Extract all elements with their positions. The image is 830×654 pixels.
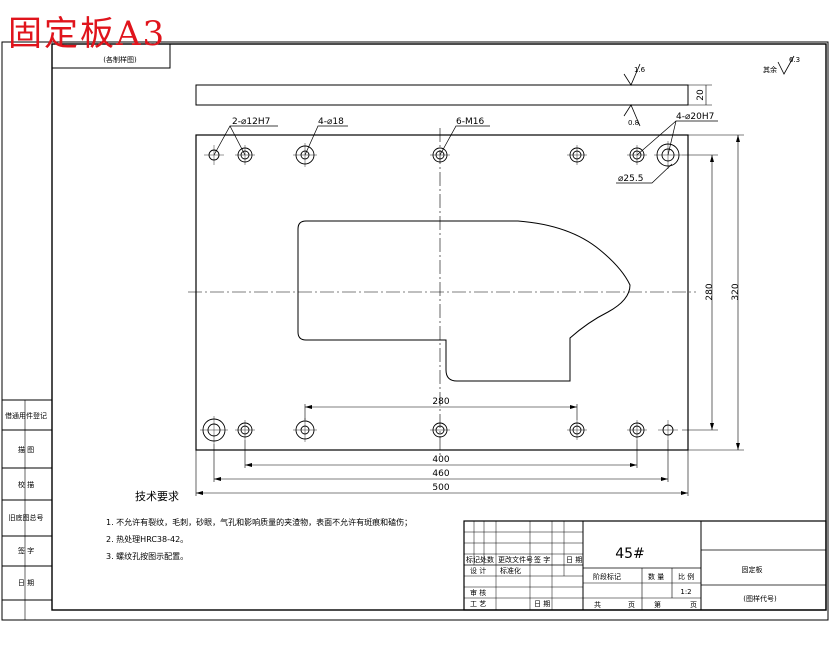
- dimension-arrows: [196, 135, 740, 495]
- dim-hole-span-inner: 280: [432, 397, 449, 407]
- part-name: 固定板: [742, 565, 763, 574]
- roughness-bottom: 0.8: [628, 119, 639, 127]
- dim-500: 500: [432, 483, 449, 493]
- svg-text:更改文件号: 更改文件号: [498, 555, 533, 564]
- scale-value: 1:2: [680, 588, 691, 596]
- svg-text:页: 页: [628, 601, 635, 609]
- side-label: 签 字: [18, 546, 34, 555]
- roughness-top: 1.6: [634, 66, 646, 74]
- side-labels: 借通用件登记 描 图 校 描 旧底图总号 签 字 日 期: [5, 411, 47, 587]
- thickness-dim: 20: [696, 89, 706, 101]
- svg-text:比 例: 比 例: [678, 572, 694, 581]
- drawing-title: 固定板A3: [8, 14, 167, 54]
- tech-req-item: 1. 不允许有裂纹，毛刺，砂眼，气孔和影响质量的夹渣物，表面不允许有斑痕和磕伤；: [106, 517, 412, 527]
- pin-hole: [658, 420, 678, 440]
- svg-text:阶段标记: 阶段标记: [593, 572, 621, 581]
- svg-text:签 字: 签 字: [534, 555, 550, 564]
- hole-18: [293, 418, 317, 442]
- callout-pin-holes: 2-⌀12H7: [232, 117, 270, 127]
- title-block-labels: 标记处数 更改文件号 签 字 日 期 设 计 标准化 阶段标记 数 量 比 例 …: [466, 555, 697, 609]
- side-label: 描 图: [18, 445, 34, 454]
- surface-roughness-symbol: 其余 6.3: [763, 55, 800, 75]
- plate-front-view: [188, 128, 696, 458]
- guide-hole: [235, 420, 255, 440]
- callout-leaders: [213, 120, 718, 184]
- callout-guide-holes: 4-⌀20H7: [676, 112, 714, 122]
- side-label: 日 期: [18, 579, 34, 587]
- top-box-label: (各制样图): [103, 55, 137, 64]
- callout-tapped: 6-M16: [456, 117, 484, 127]
- tech-req-item: 3. 螺纹孔按图示配置。: [106, 551, 188, 561]
- guide-hole: [627, 420, 647, 440]
- svg-text:设 计: 设 计: [470, 566, 486, 575]
- svg-text:第: 第: [654, 600, 661, 609]
- svg-text:日 期: 日 期: [566, 556, 582, 564]
- svg-text:共: 共: [594, 600, 601, 609]
- plate-side-view: [195, 63, 712, 127]
- dim-460: 460: [432, 469, 449, 479]
- title-block: [463, 520, 827, 611]
- dim-height-280: 280: [705, 283, 715, 300]
- svg-text:6.3: 6.3: [789, 56, 800, 64]
- svg-text:标准化: 标准化: [500, 566, 521, 575]
- callout-counterbore: ⌀25.5: [618, 174, 643, 184]
- tapped-hole: [567, 145, 587, 165]
- tapped-hole: [430, 422, 450, 438]
- dim-height-320: 320: [731, 283, 741, 300]
- side-label: 校 描: [18, 480, 34, 489]
- svg-text:工 艺: 工 艺: [470, 600, 486, 608]
- tapped-hole: [567, 420, 587, 440]
- svg-text:数 量: 数 量: [648, 572, 664, 581]
- holes: [200, 141, 682, 444]
- drawing-frame: [1, 41, 829, 621]
- svg-text:日 期: 日 期: [534, 600, 550, 608]
- dim-400: 400: [432, 455, 449, 465]
- counterbore-hole: [200, 416, 228, 444]
- svg-text:审 核: 审 核: [470, 588, 486, 597]
- dimension-lines: [195, 134, 744, 496]
- callout-holes-18: 4-⌀18: [318, 117, 344, 127]
- side-label: 借通用件登记: [5, 411, 47, 420]
- svg-text:页: 页: [690, 601, 697, 609]
- tech-req-heading: 技术要求: [135, 490, 179, 503]
- side-label: 旧底图总号: [9, 513, 44, 522]
- svg-text:标记处数: 标记处数: [466, 555, 494, 564]
- svg-text:其余: 其余: [763, 65, 777, 74]
- material-label: 45#: [615, 546, 645, 562]
- tech-req-item: 2. 热处理HRC38-42。: [106, 534, 188, 544]
- drawing-code: (图样代号): [743, 594, 777, 603]
